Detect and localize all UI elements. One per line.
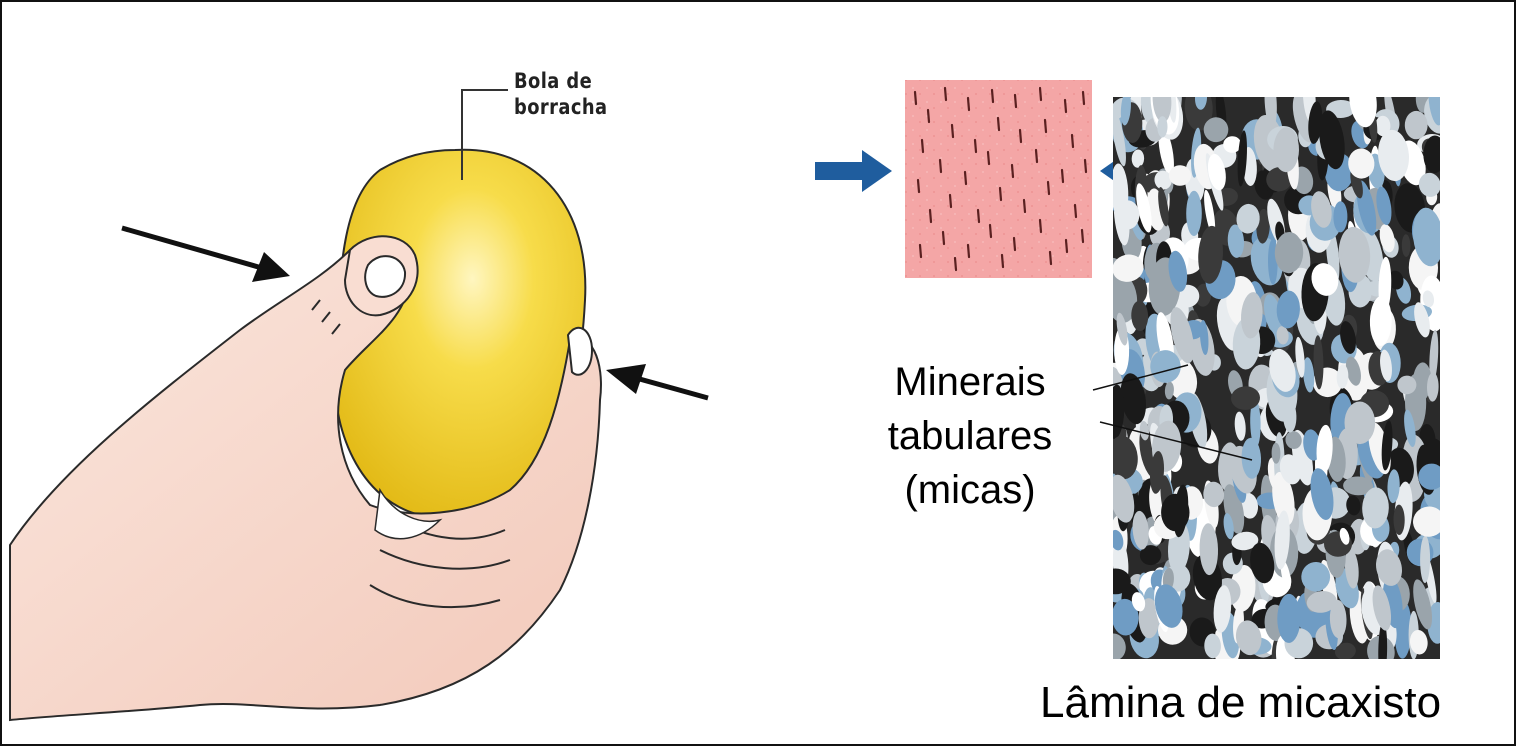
minerals-label-line2: tabulares [860, 409, 1080, 463]
arrow-left-icon [606, 364, 708, 398]
minerals-label: Minerais tabulares (micas) [860, 355, 1080, 517]
fingertip [568, 328, 592, 375]
thumbnail [365, 256, 405, 297]
ball-label-line2: borracha [514, 94, 607, 120]
arrow-right-icon [122, 228, 290, 282]
arrow-right-icon [815, 150, 892, 192]
hand-ball-illustration [10, 90, 708, 720]
micaschist-thin-section [1098, 68, 1456, 683]
minerals-label-line3: (micas) [860, 463, 1080, 517]
minerals-label-line1: Minerais [860, 355, 1080, 409]
ball-label-line1: Bola de [514, 68, 607, 94]
ball-label: Bola de borracha [514, 68, 607, 120]
mineral-grain [1100, 568, 1131, 594]
pink-mineral-block [905, 80, 1092, 278]
mineral-grain [1405, 111, 1428, 139]
micaschist-caption: Lâmina de micaxisto [1040, 678, 1441, 728]
mineral-grain [1186, 191, 1202, 236]
